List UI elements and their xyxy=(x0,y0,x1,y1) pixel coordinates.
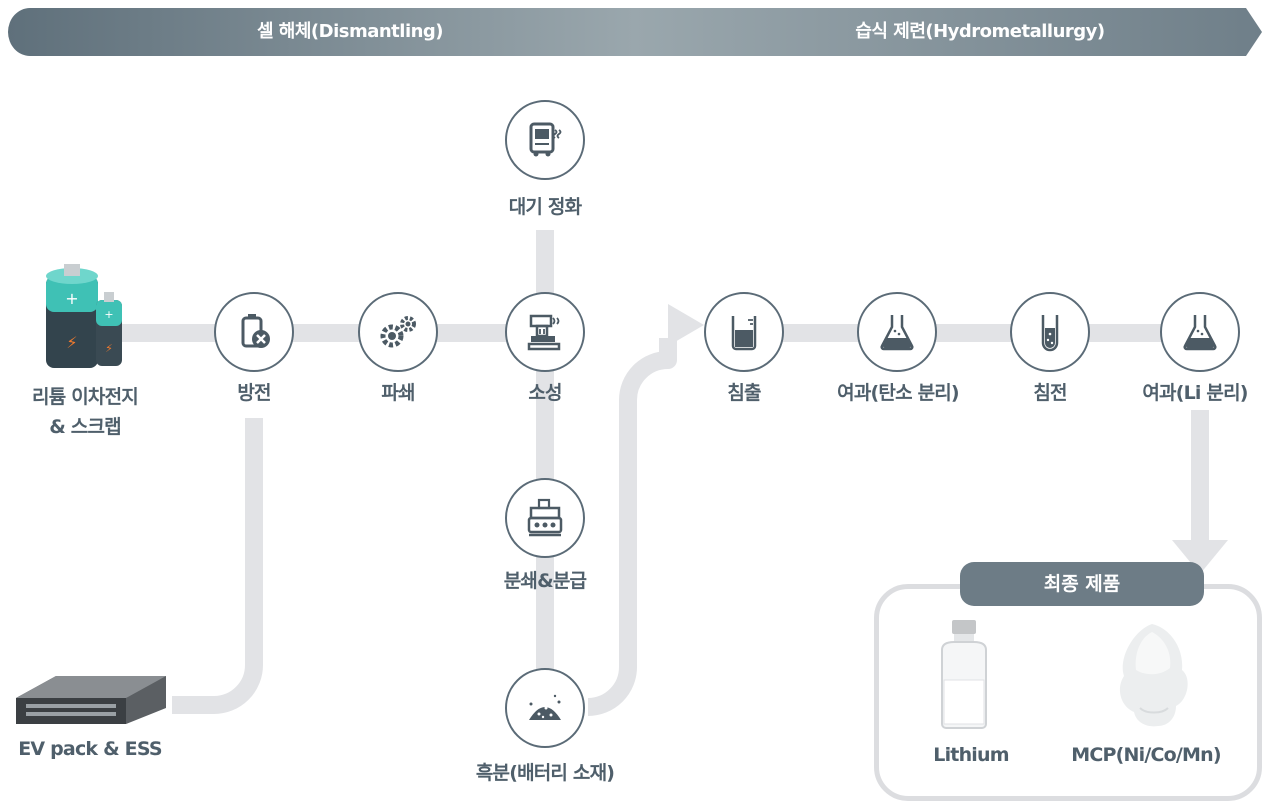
calcine-label: 소성 xyxy=(528,382,562,404)
arrow-down-final xyxy=(1172,540,1228,574)
air-node xyxy=(505,100,585,180)
crush-label: 파쇄 xyxy=(381,382,415,404)
battery-discharge-icon xyxy=(241,314,270,348)
grinder-icon xyxy=(527,498,563,537)
filter-carbon-node xyxy=(857,292,937,372)
discharge-label: 방전 xyxy=(237,382,271,404)
air-purifier-icon xyxy=(529,122,562,157)
discharge-node xyxy=(214,292,294,372)
powder-pile-icon xyxy=(529,694,561,720)
precip-node xyxy=(1010,292,1090,372)
ev-pack-image xyxy=(16,676,166,724)
final-products-title: 최종 제품 xyxy=(960,562,1204,606)
input-battery-label: 리튬 이차전지 & 스크랩 xyxy=(32,386,139,438)
svg-text:+: + xyxy=(104,308,113,321)
furnace-icon xyxy=(527,314,561,351)
process-banner xyxy=(8,8,1262,56)
lithium-bottle-image xyxy=(941,620,987,729)
mcp-powder-image xyxy=(1119,624,1188,727)
product-lithium-label: Lithium xyxy=(933,744,1009,766)
filter-li-label: 여과(Li 분리) xyxy=(1142,382,1248,404)
leach-node xyxy=(704,292,784,372)
svg-text:⚡: ⚡ xyxy=(66,333,77,352)
grind-node xyxy=(505,478,585,558)
blackmass-label: 흑분(배터리 소재) xyxy=(475,762,615,784)
svg-text:⚡: ⚡ xyxy=(105,342,113,355)
calcine-node xyxy=(505,292,585,372)
leach-label: 침출 xyxy=(727,382,761,404)
battery-icon: + ⚡ + ⚡ xyxy=(46,264,122,368)
final-products-box xyxy=(874,584,1262,801)
beaker-icon xyxy=(731,316,757,351)
air-label: 대기 정화 xyxy=(508,196,582,218)
test-tube-icon xyxy=(1041,315,1059,352)
svg-text:+: + xyxy=(65,289,78,308)
blackmass-node xyxy=(505,668,585,748)
stage-dismantling: 셀 해체(Dismantling) xyxy=(256,21,444,42)
filter-carbon-label: 여과(탄소 분리) xyxy=(837,382,959,404)
precip-label: 침전 xyxy=(1033,382,1067,404)
stage-hydrometallurgy: 습식 제련(Hydrometallurgy) xyxy=(855,21,1105,42)
flask-icon xyxy=(880,315,914,351)
gears-icon xyxy=(380,316,416,348)
input-pack-label: EV pack & ESS xyxy=(18,738,162,760)
grind-label: 분쇄&분급 xyxy=(503,570,587,592)
filter-li-node xyxy=(1160,292,1240,372)
flask-li-icon xyxy=(1183,315,1217,351)
arrow-to-leach xyxy=(668,304,704,346)
product-mcp-label: MCP(Ni/Co/Mn) xyxy=(1071,744,1221,766)
crush-node xyxy=(358,292,438,372)
